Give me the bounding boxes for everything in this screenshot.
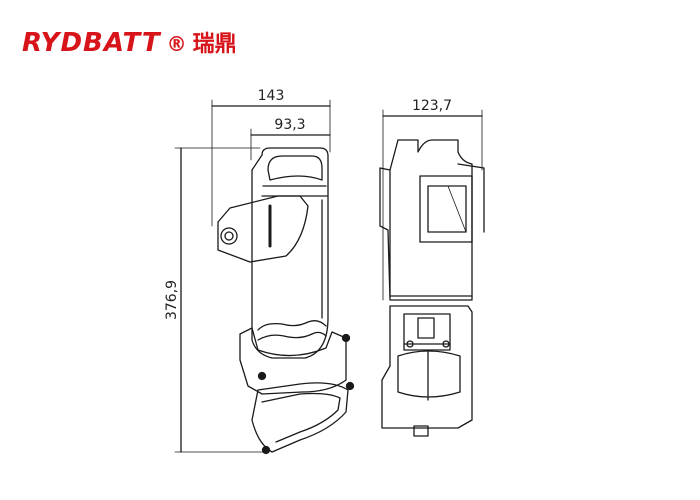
front-label-panel: [419, 175, 473, 243]
side-view: [174, 99, 355, 455]
dim-label-143: 143: [258, 88, 285, 104]
front-battery-body: [379, 139, 473, 301]
front-mount-body: [381, 305, 473, 429]
front-label-inner: [427, 185, 467, 233]
side-bottom-contour-2: [257, 331, 327, 341]
dim-label-123: 123,7: [412, 98, 452, 114]
front-mount-cradle: [397, 350, 461, 398]
screw-icon: [341, 333, 351, 343]
side-wedge-inner: [261, 392, 341, 443]
dim-label-93: 93,3: [274, 117, 305, 133]
screw-icon: [442, 340, 450, 348]
side-base-wedge: [251, 382, 349, 453]
brand-logo: RYDBATT ® 瑞鼎: [22, 26, 237, 58]
lock-icon: [220, 227, 238, 245]
registered-mark: ®: [166, 32, 187, 56]
dim-label-376: 376,9: [164, 280, 180, 320]
brand-name: RYDBATT: [22, 28, 161, 58]
front-label-diagonal: [447, 185, 467, 233]
screw-icon: [406, 340, 414, 348]
front-mount-foot: [413, 425, 429, 437]
screw-icon: [261, 445, 271, 455]
front-connector-pins: [417, 317, 435, 339]
side-battery-handle: [267, 155, 323, 181]
side-battery-body: [251, 147, 329, 359]
brand-chinese-name: 瑞鼎: [192, 32, 237, 57]
front-shoulder-right: [457, 163, 485, 169]
side-bottom-contour: [257, 320, 327, 331]
front-shoulder-left: [389, 139, 399, 171]
side-lock-plate: [217, 195, 309, 263]
screw-icon: [345, 381, 355, 391]
front-connector-housing: [403, 313, 451, 351]
screw-icon: [257, 371, 267, 381]
front-view: [379, 109, 485, 437]
lock-keyhole-icon: [224, 231, 234, 241]
